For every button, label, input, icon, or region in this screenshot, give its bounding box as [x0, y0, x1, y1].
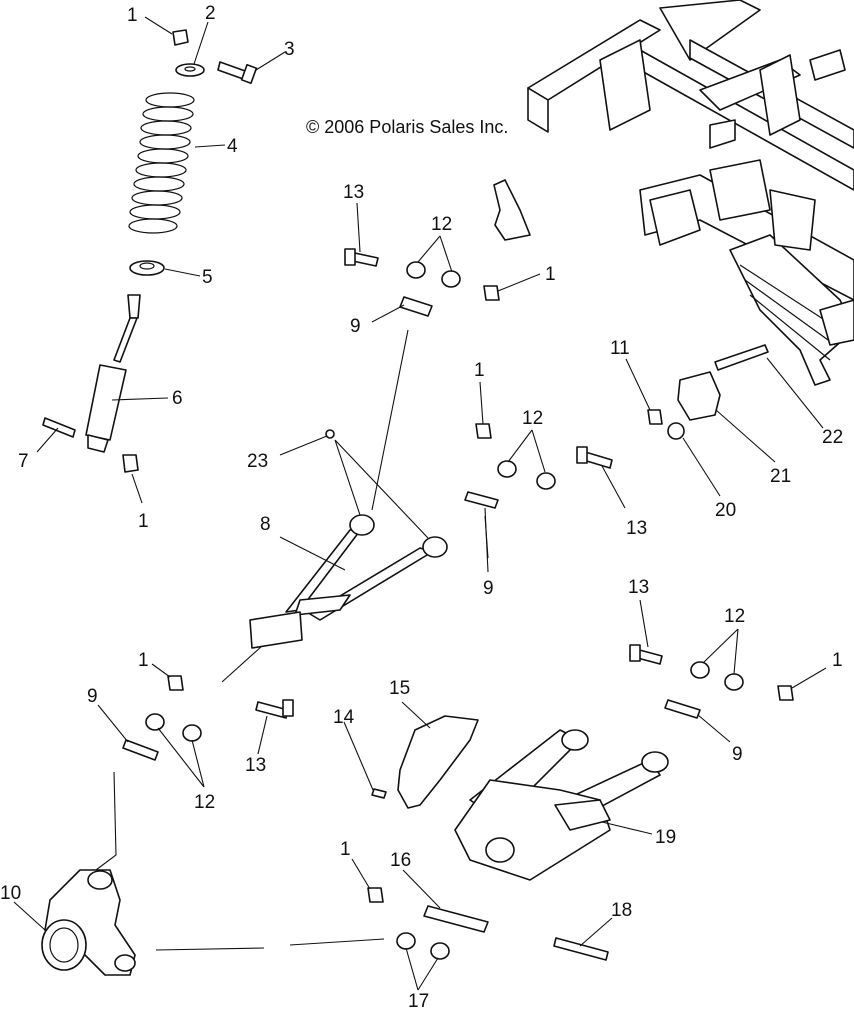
callout-label: 6 [172, 388, 183, 409]
assembly-lines [95, 329, 489, 951]
hub-knuckle [41, 869, 136, 976]
callout-label: 1 [138, 650, 149, 671]
callout-label: 1 [127, 5, 138, 26]
callout-label: 5 [202, 267, 213, 288]
callout-label: 1 [545, 264, 556, 285]
callout-label: 3 [284, 39, 295, 60]
lower-a-arm [454, 729, 669, 881]
callout-label: 15 [389, 678, 410, 699]
callout-label: 7 [18, 451, 29, 472]
shock-assembly [42, 29, 258, 473]
callout-label: 13 [626, 518, 647, 539]
callout-label: 11 [610, 338, 630, 359]
callout-label: 10 [0, 883, 21, 904]
callout-label: 21 [770, 466, 791, 487]
callout-label: 4 [227, 136, 238, 157]
callout-label: 22 [822, 427, 843, 448]
callout-label: 1 [474, 360, 485, 381]
callout-label: 12 [431, 214, 452, 235]
copyright-notice: © 2006 Polaris Sales Inc. [306, 117, 508, 137]
callout-label: 16 [390, 850, 411, 871]
callout-label: 1 [138, 511, 149, 532]
callout-labels: 1 2 3 4 5 6 7 1 13 12 1 9 23 8 1 12 13 9… [0, 3, 843, 1011]
callout-label: 8 [260, 514, 271, 535]
callout-label: 13 [245, 755, 266, 776]
callout-label: 18 [611, 900, 632, 921]
callout-label: 9 [483, 578, 494, 599]
bracket-small [493, 179, 531, 241]
callout-label: 17 [408, 991, 429, 1011]
callout-label: 9 [350, 316, 361, 337]
callout-label: 13 [628, 577, 649, 598]
frame-assembly [527, 0, 854, 386]
callout-label: 1 [340, 839, 351, 860]
leader-lines [13, 16, 827, 991]
callout-label: 9 [732, 744, 743, 765]
callout-label: 14 [333, 707, 355, 728]
upper-a-arm [249, 429, 448, 649]
callout-label: 1 [832, 650, 843, 671]
callout-label: 23 [247, 451, 268, 472]
callout-label: 12 [724, 606, 745, 627]
hardware-middle [122, 248, 794, 799]
callout-label: 12 [194, 792, 215, 813]
callout-label: 13 [343, 182, 364, 203]
callout-label: 2 [205, 3, 216, 24]
callout-label: 12 [522, 408, 543, 429]
callout-label: 9 [87, 686, 98, 707]
skid-guard [397, 715, 479, 809]
callout-label: 19 [655, 827, 676, 848]
callout-label: 20 [715, 500, 736, 521]
hardware-bottom [367, 887, 609, 961]
